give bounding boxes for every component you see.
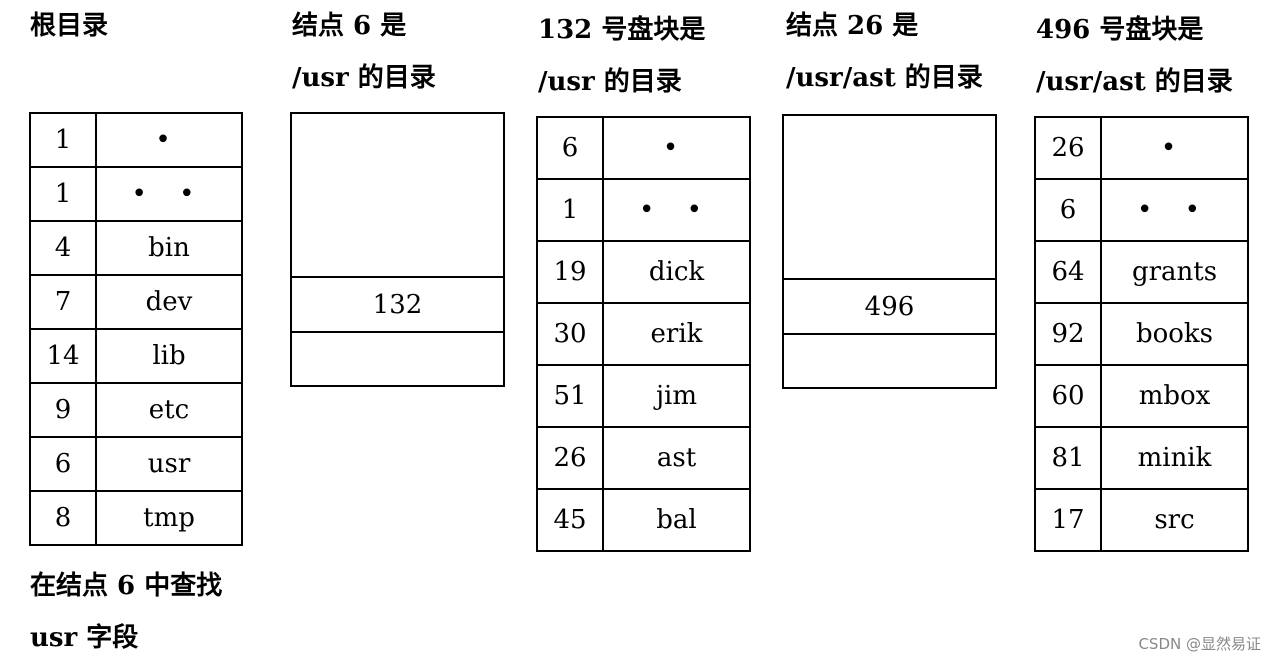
inode-block-pointer: 132 bbox=[292, 278, 503, 333]
file-name-cell: usr bbox=[95, 436, 243, 492]
file-name-cell: mbox bbox=[1100, 364, 1249, 428]
file-name-cell: jim bbox=[602, 364, 751, 428]
file-name-cell: dick bbox=[602, 240, 751, 304]
inode-number-cell: 7 bbox=[29, 274, 97, 330]
inode-number-cell: 1 bbox=[29, 112, 97, 168]
caption-line: 在结点 6 中查找 bbox=[30, 571, 223, 601]
directory-entry-row: 6• bbox=[536, 116, 751, 180]
caption-inode-6: 结点 6 是 /usr 的目录 bbox=[292, 0, 436, 104]
file-name-cell: • • bbox=[95, 166, 243, 222]
inode-26-box: 496 bbox=[782, 114, 997, 389]
caption-line: 结点 26 是 bbox=[786, 11, 919, 41]
inode-number-cell: 4 bbox=[29, 220, 97, 276]
inode-number-cell: 9 bbox=[29, 382, 97, 438]
file-name-cell: • • bbox=[602, 178, 751, 242]
file-name-cell: • • bbox=[1100, 178, 1249, 242]
inode-number-cell: 64 bbox=[1034, 240, 1102, 304]
file-name-cell: grants bbox=[1100, 240, 1249, 304]
inode-number-cell: 26 bbox=[536, 426, 604, 490]
directory-entry-row: 1• bbox=[29, 112, 243, 168]
inode-number-cell: 51 bbox=[536, 364, 604, 428]
file-name-cell: • bbox=[1100, 116, 1249, 180]
inode-blank-area bbox=[292, 114, 503, 278]
caption-line: /usr 的目录 bbox=[538, 67, 682, 97]
inode-number-cell: 14 bbox=[29, 328, 97, 384]
caption-line: 结点 6 是 bbox=[292, 11, 407, 41]
file-name-cell: minik bbox=[1100, 426, 1249, 490]
inode-number-cell: 92 bbox=[1034, 302, 1102, 366]
directory-entry-row: 1• • bbox=[29, 166, 243, 222]
file-name-cell: books bbox=[1100, 302, 1249, 366]
caption-line: /usr/ast 的目录 bbox=[1036, 67, 1233, 97]
caption-line: usr 字段 bbox=[30, 623, 139, 653]
caption-line: 根目录 bbox=[30, 11, 109, 41]
caption-block-496: 496 号盘块是 /usr/ast 的目录 bbox=[1036, 4, 1233, 108]
inode-number-cell: 26 bbox=[1034, 116, 1102, 180]
inode-number-cell: 81 bbox=[1034, 426, 1102, 490]
file-name-cell: dev bbox=[95, 274, 243, 330]
inode-number-cell: 6 bbox=[29, 436, 97, 492]
caption-block-132: 132 号盘块是 /usr 的目录 bbox=[538, 4, 705, 108]
watermark: CSDN @显然易证 bbox=[1138, 635, 1261, 653]
inode-number-cell: 19 bbox=[536, 240, 604, 304]
inode-block-pointer: 496 bbox=[784, 280, 995, 335]
caption-line: 132 号盘块是 bbox=[538, 15, 706, 45]
inode-number-cell: 17 bbox=[1034, 488, 1102, 552]
inode-number-cell: 45 bbox=[536, 488, 604, 552]
file-name-cell: lib bbox=[95, 328, 243, 384]
file-name-cell: • bbox=[602, 116, 751, 180]
inode-number-cell: 6 bbox=[1034, 178, 1102, 242]
directory-entry-row: 26• bbox=[1034, 116, 1249, 180]
inode-number-cell: 60 bbox=[1034, 364, 1102, 428]
file-name-cell: src bbox=[1100, 488, 1249, 552]
directory-entry-row: 1• • bbox=[536, 178, 751, 242]
inode-number-cell: 1 bbox=[29, 166, 97, 222]
file-name-cell: • bbox=[95, 112, 243, 168]
caption-lookup-note: 在结点 6 中查找 usr 字段 bbox=[30, 560, 222, 664]
inode-blank-area bbox=[784, 116, 995, 280]
file-name-cell: tmp bbox=[95, 490, 243, 546]
inode-number-cell: 8 bbox=[29, 490, 97, 546]
caption-line: 496 号盘块是 bbox=[1036, 15, 1204, 45]
inode-number-cell: 6 bbox=[536, 116, 604, 180]
file-name-cell: etc bbox=[95, 382, 243, 438]
caption-root-directory: 根目录 bbox=[30, 0, 108, 52]
caption-line: /usr 的目录 bbox=[292, 63, 436, 93]
inode-number-cell: 1 bbox=[536, 178, 604, 242]
file-name-cell: erik bbox=[602, 302, 751, 366]
inode-number-cell: 30 bbox=[536, 302, 604, 366]
file-name-cell: ast bbox=[602, 426, 751, 490]
file-name-cell: bal bbox=[602, 488, 751, 552]
caption-line: /usr/ast 的目录 bbox=[786, 63, 983, 93]
file-name-cell: bin bbox=[95, 220, 243, 276]
caption-inode-26: 结点 26 是 /usr/ast 的目录 bbox=[786, 0, 983, 104]
directory-entry-row: 6• • bbox=[1034, 178, 1249, 242]
inode-6-box: 132 bbox=[290, 112, 505, 387]
